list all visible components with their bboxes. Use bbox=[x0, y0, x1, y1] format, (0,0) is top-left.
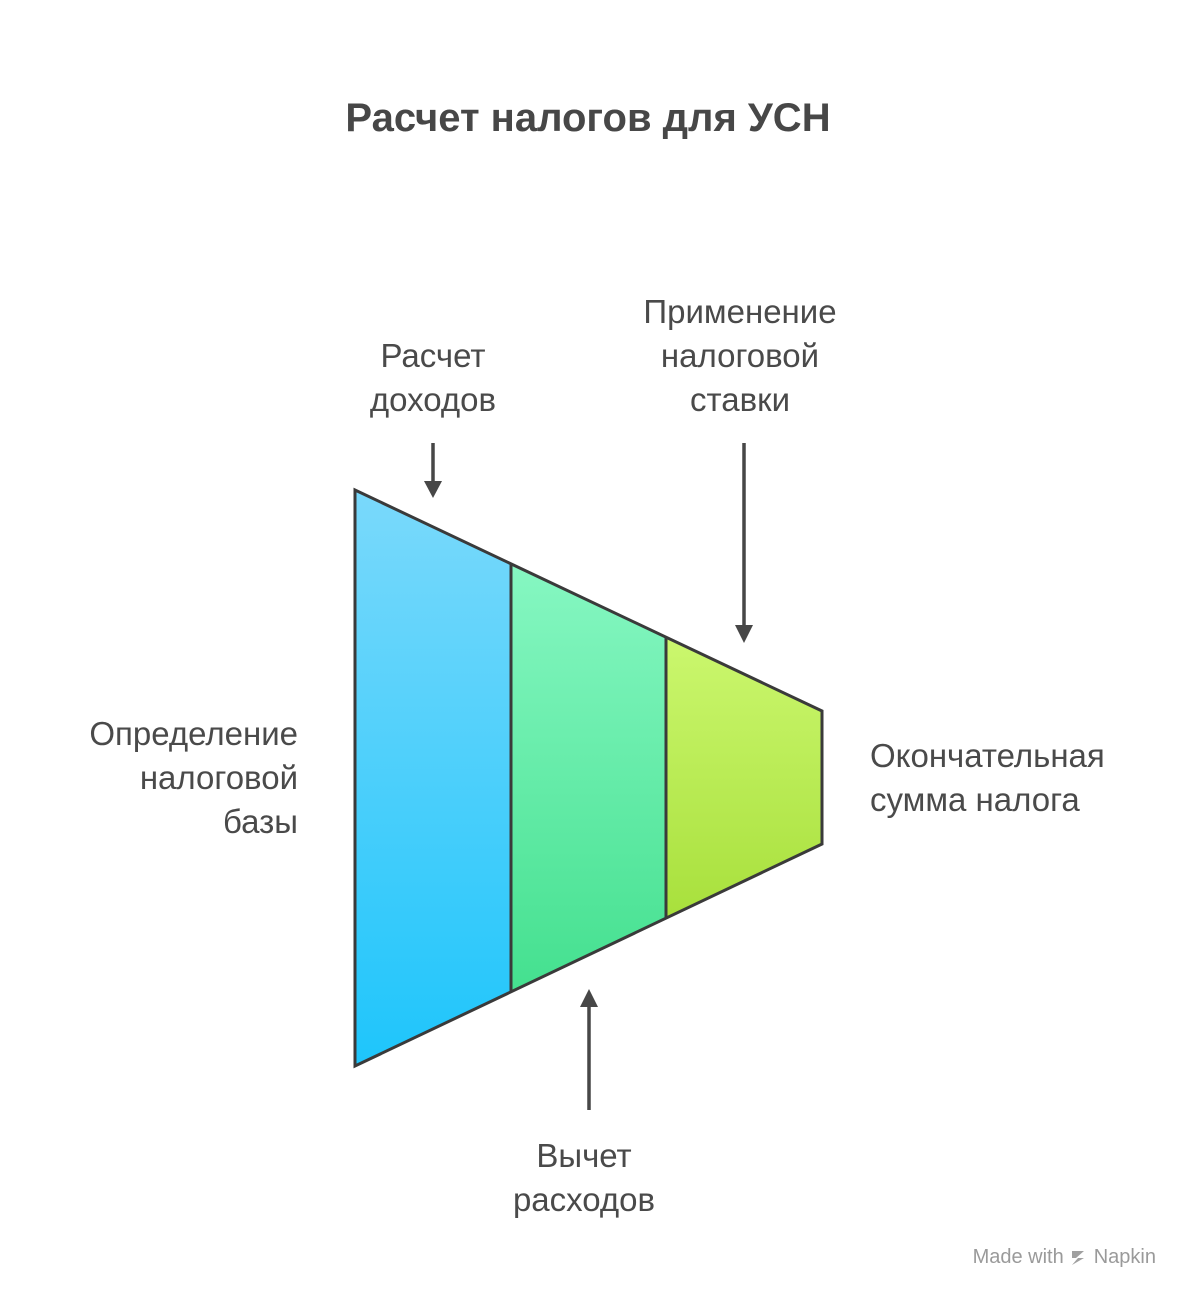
label-final-tax-amount: Окончательная сумма налога bbox=[870, 737, 1105, 818]
arrow-down-icon bbox=[424, 443, 442, 498]
funnel-segment-tax-rate bbox=[666, 638, 822, 918]
funnel-outline bbox=[353, 487, 824, 1069]
label-expense-deduction: Вычет расходов bbox=[512, 1137, 656, 1218]
napkin-logo-icon bbox=[1071, 1250, 1084, 1265]
diagram-title: Расчет налогов для УСН bbox=[345, 96, 831, 140]
label-tax-rate-application: Применение налоговой ставки bbox=[643, 293, 837, 418]
funnel-segment-tax-base bbox=[355, 490, 511, 1066]
arrow-up-icon bbox=[580, 989, 598, 1110]
label-tax-base: Определение налоговой базы bbox=[89, 715, 298, 840]
label-income-calculation: Расчет доходов bbox=[369, 337, 497, 418]
made-with-footer: Made with Napkin bbox=[972, 1246, 1156, 1268]
arrow-down-icon bbox=[735, 443, 753, 643]
funnel-segment-expense bbox=[511, 565, 666, 992]
